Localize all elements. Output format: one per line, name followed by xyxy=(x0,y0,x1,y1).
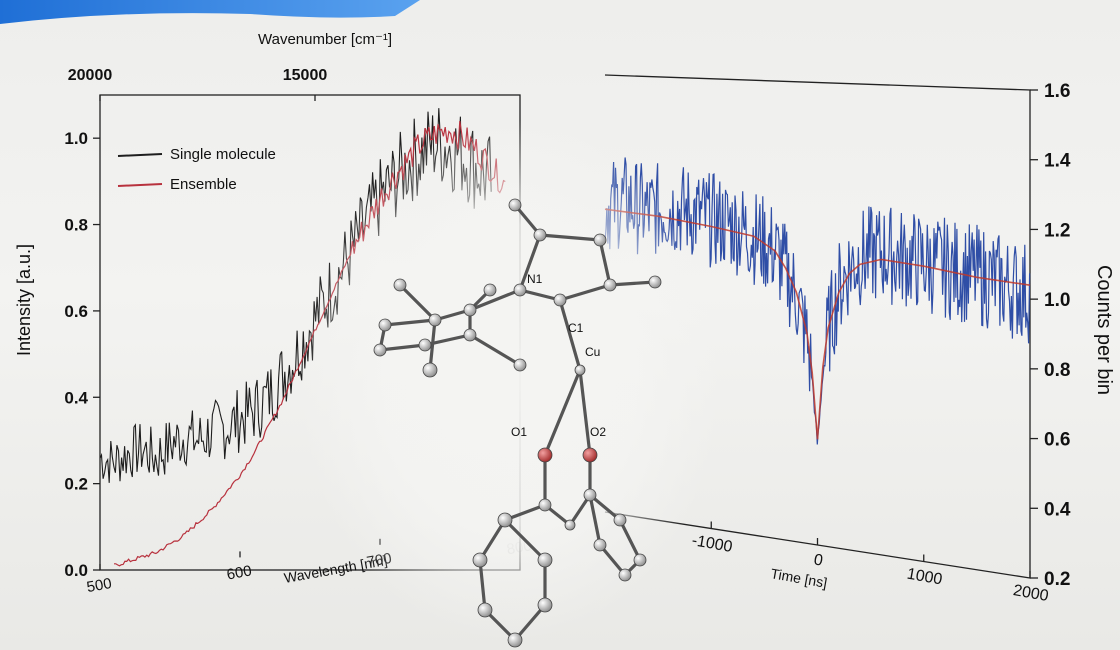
y-tick-label: 0.2 xyxy=(64,475,88,494)
atom-label-o2: O2 xyxy=(590,425,606,439)
molecule-structure: N1 C1 Cu O1 O2 xyxy=(373,198,662,648)
atom-c xyxy=(422,362,438,378)
right-y-tick-label: 0.8 xyxy=(1044,360,1070,381)
atom-c xyxy=(564,519,576,531)
atom-c xyxy=(508,198,522,212)
atom-c xyxy=(537,552,553,568)
atom-c xyxy=(648,275,662,289)
atom-o2 xyxy=(582,447,598,463)
atom-cu xyxy=(574,364,586,376)
atom-c xyxy=(472,552,488,568)
right-y-tick-label: 0.2 xyxy=(1044,569,1070,590)
legend-swatch-ensemble xyxy=(117,183,163,187)
y-tick-label: 0.8 xyxy=(64,216,88,235)
atom-c xyxy=(418,338,432,352)
right-x-tick-label: -1000 xyxy=(690,532,733,556)
atom-c xyxy=(428,313,442,327)
atom-c xyxy=(463,303,477,317)
atom-c xyxy=(583,488,597,502)
legend: Single molecule Ensemble xyxy=(117,146,276,193)
molecule-atoms xyxy=(373,198,662,648)
right-x-tick-label: 2000 xyxy=(1012,582,1050,605)
atom-c xyxy=(393,278,407,292)
top-axis-label: Wavenumber [cm⁻¹] xyxy=(258,31,392,48)
right-x-tick-label: 1000 xyxy=(906,566,944,589)
atom-c xyxy=(497,512,513,528)
atom-label-c1: C1 xyxy=(568,321,584,335)
atom-o1 xyxy=(537,447,553,463)
atom-c xyxy=(538,498,552,512)
atom-c xyxy=(633,553,647,567)
legend-swatch-single-molecule xyxy=(117,153,163,157)
background-haze xyxy=(300,120,720,640)
atom-c xyxy=(463,328,477,342)
atom-c xyxy=(618,568,632,582)
atom-label-o1: O1 xyxy=(511,425,527,439)
right-y-tick-label: 0.6 xyxy=(1044,430,1070,451)
right-y-tick-label: 1.6 xyxy=(1044,81,1070,102)
atom-c xyxy=(613,513,627,527)
atom-c xyxy=(593,538,607,552)
x-tick-label: 600 xyxy=(225,562,253,583)
atom-c xyxy=(378,318,392,332)
atom-c xyxy=(603,278,617,292)
y-tick-label: 0.0 xyxy=(64,561,88,580)
y-tick-label: 0.6 xyxy=(64,302,88,321)
atom-c xyxy=(537,597,553,613)
atom-c xyxy=(373,343,387,357)
right-x-tick-label: 0 xyxy=(812,551,824,569)
fit-curve xyxy=(604,208,1031,440)
atom-c xyxy=(483,283,497,297)
blue-banner-shape xyxy=(0,0,420,24)
x-tick-label: 500 xyxy=(85,575,113,596)
legend-label-single-molecule: Single molecule xyxy=(170,146,276,163)
atom-c xyxy=(507,632,523,648)
atom-c xyxy=(533,228,547,242)
y-tick-label: 0.4 xyxy=(64,388,88,407)
atom-label-n1: N1 xyxy=(527,272,543,286)
y-tick-label: 1.0 xyxy=(64,129,88,148)
atom-label-cu: Cu xyxy=(585,345,600,359)
top-tick-label: 20000 xyxy=(68,67,113,84)
intensity-axis-label: Intensity [a.u.] xyxy=(14,244,34,356)
right-y-tick-label: 1.4 xyxy=(1044,151,1071,172)
top-tick-label: 15000 xyxy=(283,67,328,84)
atom-c xyxy=(593,233,607,247)
right-y-tick-label: 1.2 xyxy=(1044,220,1070,241)
right-y-tick-label: 1.0 xyxy=(1044,290,1070,311)
atom-c1 xyxy=(553,293,567,307)
autocorrelation-axes-group: 0.2 0.4 0.6 0.8 1.0 1.2 1.4 1.6 -1000 0 1000 2000 xyxy=(690,81,1070,605)
legend-label-ensemble: Ensemble xyxy=(170,176,237,193)
right-y-tick-label: 0.4 xyxy=(1044,499,1071,520)
atom-c xyxy=(513,358,527,372)
atom-n1 xyxy=(513,283,527,297)
counts-axis-label: Counts per bin xyxy=(1093,265,1115,395)
atom-c xyxy=(477,602,493,618)
